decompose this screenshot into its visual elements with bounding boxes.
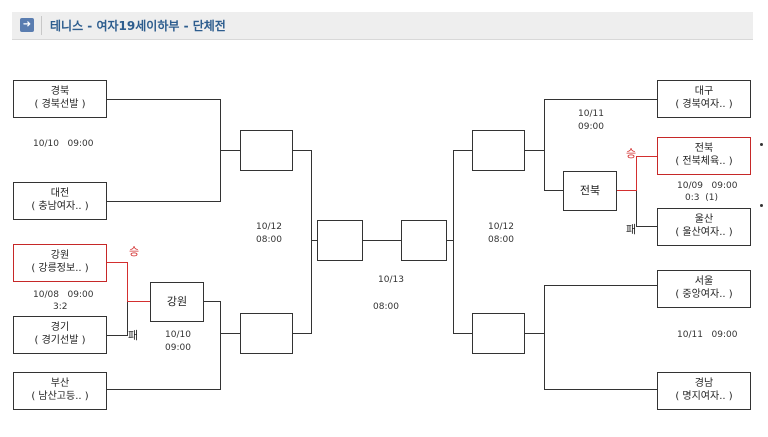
slot-left-qf-top[interactable] — [240, 130, 293, 171]
bracket-line — [107, 335, 128, 336]
team-school: ( 경기선발 ) — [34, 335, 86, 346]
bracket-line — [525, 333, 545, 334]
bracket-line — [127, 302, 128, 336]
match-date: 10/10 — [165, 330, 191, 340]
bracket-line — [544, 99, 657, 100]
match-time: 09:00 — [578, 122, 604, 132]
slot-right-qf-top[interactable] — [472, 130, 525, 171]
bracket-line — [447, 240, 454, 241]
team-school: ( 울산여자.. ) — [675, 227, 733, 238]
win-line — [127, 262, 128, 302]
team-box-gangwon[interactable]: 강원 ( 강릉정보.. ) — [13, 244, 107, 282]
slot-left-sf[interactable] — [317, 220, 363, 261]
bracket-line — [453, 150, 454, 334]
match-date: 10/11 — [578, 109, 604, 119]
team-school: ( 전북체육.. ) — [675, 156, 733, 167]
team-school: ( 명지여자.. ) — [675, 391, 733, 402]
win-mark: 승 — [626, 147, 637, 160]
bracket-line — [544, 99, 545, 191]
match-date: 10/13 — [378, 275, 404, 285]
team-school: ( 중앙여자.. ) — [675, 289, 733, 300]
team-box-busan[interactable]: 부산 ( 남산고등.. ) — [13, 372, 107, 410]
bracket-line — [220, 333, 240, 334]
match-score: 0:3 (1) — [685, 193, 718, 203]
match-date: 10/12 — [256, 222, 282, 232]
bracket-line — [636, 226, 657, 227]
team-box-seoul[interactable]: 서울 ( 중앙여자.. ) — [657, 270, 751, 308]
team-box-ulsan[interactable]: 울산 ( 울산여자.. ) — [657, 208, 751, 246]
team-box-gyeonggi[interactable]: 경기 ( 경기선발 ) — [13, 316, 107, 354]
bracket-line — [293, 150, 312, 151]
win-line — [107, 262, 128, 263]
bracket-line — [636, 191, 637, 227]
loss-mark: 패 — [128, 329, 139, 342]
match-date: 10/09 09:00 — [677, 181, 738, 191]
team-school: ( 경북여자.. ) — [675, 99, 733, 110]
team-name: 울산 — [694, 214, 714, 225]
bracket-line — [525, 150, 545, 151]
win-mark: 승 — [129, 245, 140, 258]
match-date: 10/11 09:00 — [677, 330, 738, 340]
match-date: 10/08 09:00 — [33, 290, 94, 300]
slot-right-qf-bottom[interactable] — [472, 313, 525, 354]
team-name: 경남 — [694, 378, 714, 389]
bullet-icon — [760, 143, 763, 146]
win-line — [127, 301, 150, 302]
bracket-line — [544, 285, 657, 286]
bracket-line — [293, 333, 312, 334]
team-school: ( 남산고등.. ) — [31, 391, 89, 402]
team-school: ( 충남여자.. ) — [31, 201, 89, 212]
match-score: 3:2 — [53, 302, 68, 312]
bracket-line — [544, 285, 545, 390]
slot-right-sf[interactable] — [401, 220, 447, 261]
team-name: 대구 — [694, 86, 714, 97]
bracket-line — [204, 301, 221, 302]
match-time: 08:00 — [373, 302, 399, 312]
match-date: 10/10 09:00 — [33, 139, 94, 149]
bracket-line — [220, 301, 221, 390]
team-name: 부산 — [50, 378, 70, 389]
page-title: 테니스 - 여자19세이하부 - 단체전 — [50, 19, 226, 33]
bracket-line — [544, 389, 657, 390]
page-header: ➜ 테니스 - 여자19세이하부 - 단체전 — [12, 12, 753, 40]
slot-left-qf-bottom[interactable] — [240, 313, 293, 354]
match-time: 08:00 — [488, 235, 514, 245]
bracket-line — [220, 150, 240, 151]
slot-left-r1-winner[interactable]: 강원 — [150, 282, 204, 322]
arrow-right-icon: ➜ — [20, 18, 34, 32]
team-name: 경기 — [50, 322, 70, 333]
team-name: 강원 — [50, 250, 70, 261]
team-school: ( 강릉정보.. ) — [31, 263, 89, 274]
team-name: 전북 — [694, 143, 714, 154]
bracket-line — [311, 240, 317, 241]
win-line — [636, 156, 637, 191]
match-time: 08:00 — [256, 235, 282, 245]
win-line — [617, 190, 637, 191]
win-line — [636, 156, 657, 157]
team-box-gyeongnam[interactable]: 경남 ( 명지여자.. ) — [657, 372, 751, 410]
team-box-daejeon[interactable]: 대전 ( 충남여자.. ) — [13, 182, 107, 220]
header-divider — [41, 16, 42, 35]
match-date: 10/12 — [488, 222, 514, 232]
bracket-line — [453, 150, 472, 151]
bracket-line — [311, 150, 312, 334]
team-school: ( 경북선발 ) — [34, 99, 86, 110]
bracket-line — [107, 201, 221, 202]
team-box-daegu[interactable]: 대구 ( 경북여자.. ) — [657, 80, 751, 118]
bullet-icon — [760, 204, 763, 207]
team-name: 경북 — [50, 86, 70, 97]
slot-right-r1-winner[interactable]: 전북 — [563, 171, 617, 211]
team-name: 대전 — [50, 188, 70, 199]
team-box-gyeongbuk[interactable]: 경북 ( 경북선발 ) — [13, 80, 107, 118]
bracket-line — [107, 99, 221, 100]
bracket-line — [107, 389, 221, 390]
match-time: 09:00 — [165, 343, 191, 353]
bracket-line — [544, 190, 563, 191]
team-name: 서울 — [694, 276, 714, 287]
team-box-jeonbuk[interactable]: 전북 ( 전북체육.. ) — [657, 137, 751, 175]
bracket-line — [363, 240, 401, 241]
bracket-line — [453, 333, 472, 334]
loss-mark: 패 — [626, 223, 637, 236]
